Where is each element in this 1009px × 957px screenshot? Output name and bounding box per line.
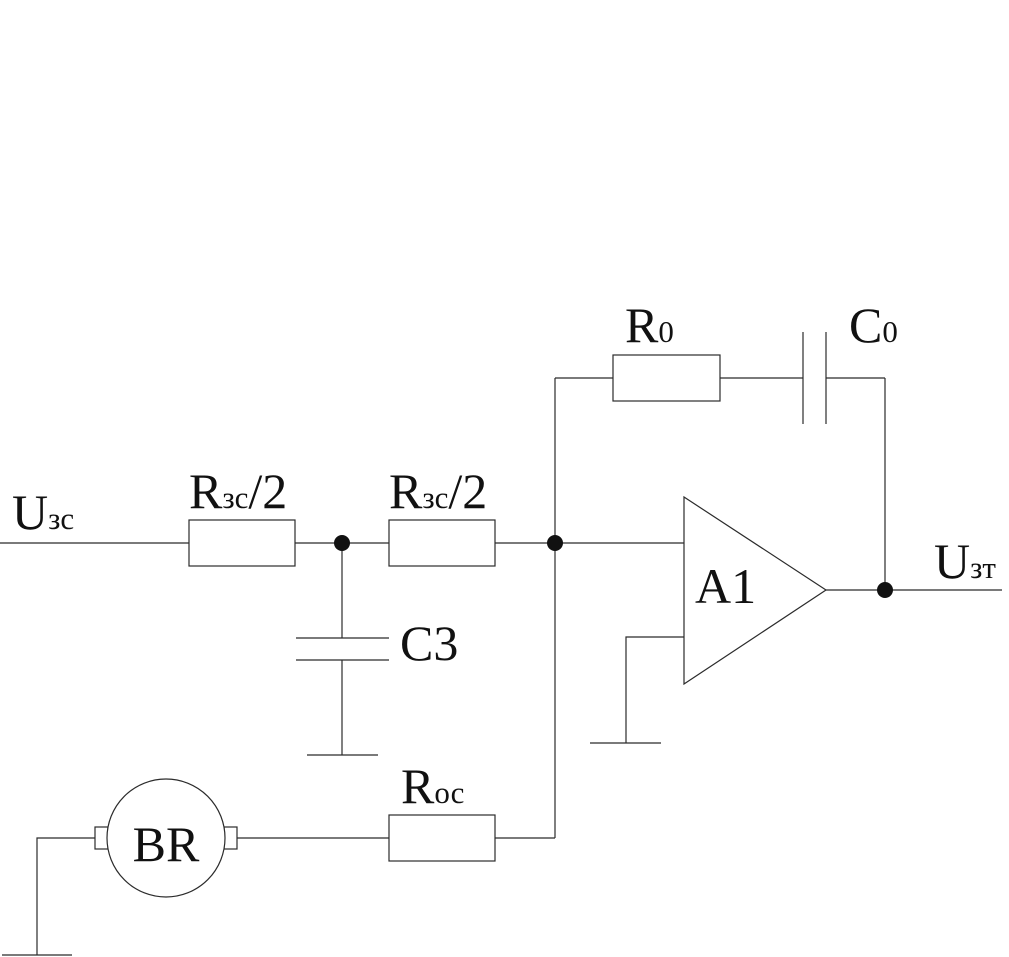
br-terminal-left [94,826,109,850]
capacitor-c0 [802,332,827,424]
label-tacho: BR [133,816,200,872]
label-r2-sub: зс [422,480,448,515]
label-roc-sub: ос [434,775,464,810]
label-roc-main: R [401,758,435,814]
label-opamp: A1 [695,558,756,614]
label-c0-main: C [849,297,882,353]
label-output-sub: зт [970,550,996,585]
label-r1-sub: зс [222,480,248,515]
label-r0: R0 [625,297,674,353]
junction-node1 [334,535,350,551]
label-output-main: U [934,533,970,589]
tachogenerator-br [94,778,238,898]
resistor-r1 [188,519,296,567]
junction-node2 [547,535,563,551]
label-r2-main: R [389,463,423,519]
label-roc: Rос [401,758,464,814]
label-r1-suffix: /2 [248,463,287,519]
label-c3: C3 [400,615,458,671]
label-input-sub: зс [48,501,74,536]
label-r2-suffix: /2 [448,463,487,519]
label-output: Uзт [934,533,996,589]
junction-output [877,582,893,598]
label-c0: C0 [849,297,898,353]
label-r1-main: R [189,463,223,519]
br-terminal-right [223,826,238,850]
wires [0,377,1002,955]
label-input-main: U [12,484,48,540]
label-r1: Rзс/2 [189,463,287,519]
label-r0-main: R [625,297,659,353]
label-input: Uзс [12,484,74,540]
label-r0-sub: 0 [658,314,674,349]
capacitor-c3 [296,637,389,661]
resistor-r2 [388,519,496,567]
resistor-roc [388,814,496,862]
br-body [106,778,226,898]
label-r2: Rзс/2 [389,463,487,519]
wire-br-ground [36,837,96,955]
resistor-r0 [612,354,721,402]
label-c0-sub: 0 [882,314,898,349]
opamp-a1 [683,495,828,686]
wire-opamp-ground [625,636,684,743]
